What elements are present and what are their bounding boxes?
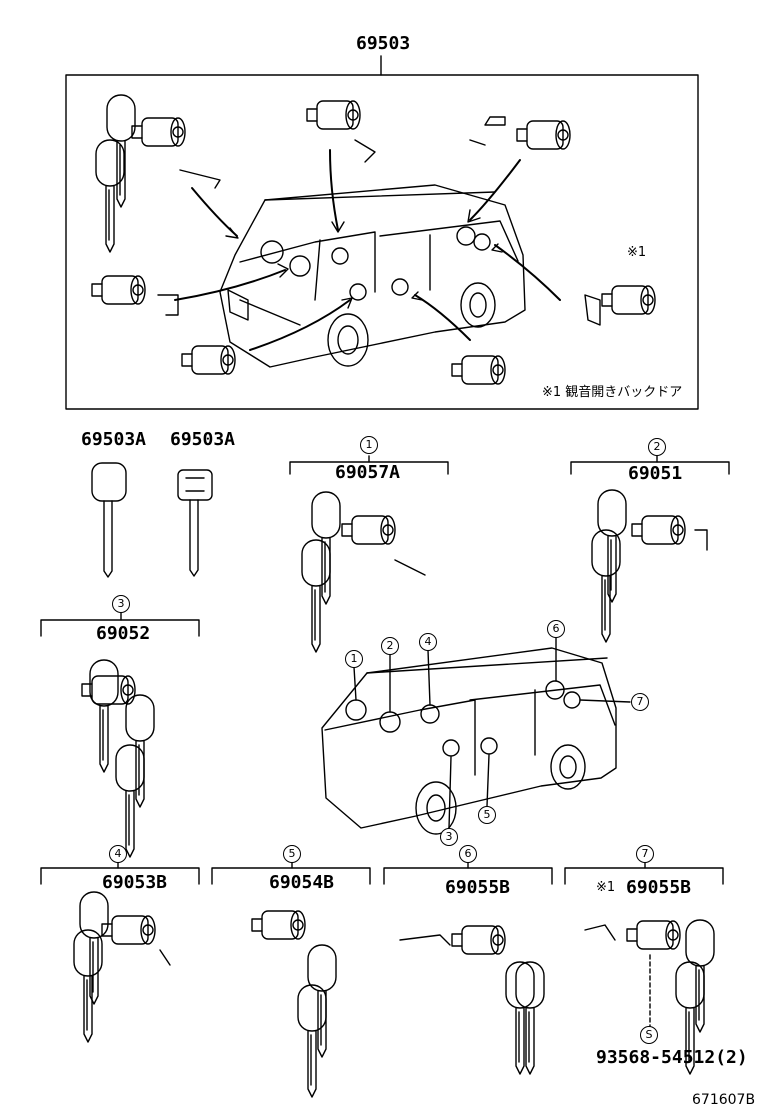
callout-part-number-4: 69053B — [102, 872, 168, 893]
assembly-frame — [65, 74, 699, 410]
key-part-number-1: 69503A — [81, 429, 147, 450]
callout-part-number-2: 69051 — [628, 463, 683, 484]
callout-part-number-1: 69057A — [335, 462, 401, 483]
callout-ref-2: 2 — [648, 438, 666, 456]
van-label-5: 5 — [478, 806, 496, 824]
van-label-2: 2 — [381, 637, 399, 655]
assembly-part-number: 69503 — [356, 33, 411, 54]
van-top-drawing — [219, 184, 526, 368]
callout-ref-3: 3 — [112, 595, 130, 613]
van-label-6: 6 — [547, 620, 565, 638]
van-label-7: 7 — [631, 693, 649, 711]
loose-keys — [91, 462, 213, 578]
callout-ref-6: 6 — [459, 845, 477, 863]
van-bottom-drawing — [321, 647, 617, 835]
callout-part-number-3: 69052 — [96, 623, 151, 644]
van-label-4: 4 — [419, 633, 437, 651]
callout-part-number-7: 69055B — [626, 877, 692, 898]
note-marker: ※1 — [627, 245, 647, 260]
callout-ref-7: 7 — [636, 845, 654, 863]
callout-leaders — [353, 636, 631, 829]
key-part-number-2: 69503A — [170, 429, 236, 450]
drawing-code: 671607B — [692, 1092, 756, 1108]
callout-prefix-7: ※1 — [596, 880, 616, 895]
callout-parts — [73, 489, 715, 1098]
callout-ref-4: 4 — [109, 845, 127, 863]
screw-part-number: 93568-54512(2) — [596, 1047, 748, 1068]
callout-ref-1: 1 — [360, 436, 378, 454]
screw-symbol: S — [640, 1026, 658, 1044]
callout-ref-5: 5 — [283, 845, 301, 863]
note-text: ※1 観音開きバックドア — [542, 385, 683, 400]
callout-part-number-6: 69055B — [445, 877, 511, 898]
van-label-3: 3 — [440, 828, 458, 846]
top-frame-parts — [91, 94, 656, 385]
callout-part-number-5: 69054B — [269, 872, 335, 893]
van-label-1: 1 — [345, 650, 363, 668]
group-brackets — [40, 455, 730, 885]
